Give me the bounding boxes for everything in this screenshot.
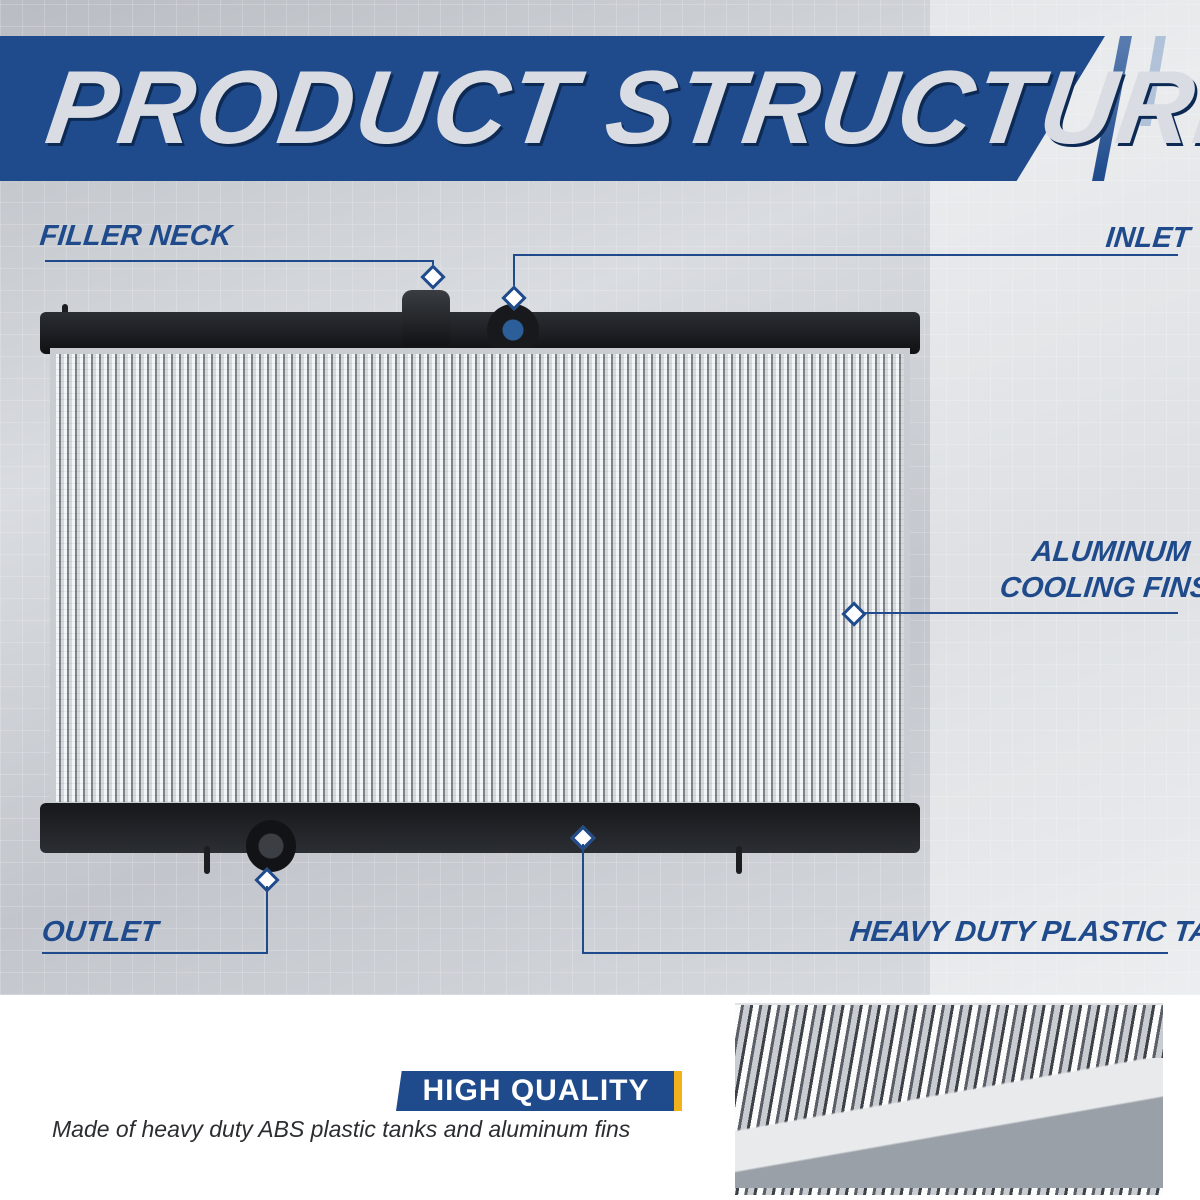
- outlet-pipe: [246, 820, 296, 872]
- label-inlet: INLET: [1104, 222, 1192, 254]
- mounting-pin: [736, 846, 742, 874]
- bottom-tank: [40, 803, 920, 853]
- label-plastic-tank: HEAVY DUTY PLASTIC TANK: [848, 916, 1200, 948]
- leader-line: [582, 844, 584, 954]
- filler-neck-cap: [402, 290, 450, 346]
- title-banner: [0, 36, 1105, 181]
- inlet-pipe: [487, 304, 539, 356]
- fins-closeup-shading: [735, 1058, 1163, 1188]
- leader-line: [266, 886, 268, 954]
- cooling-core: [50, 348, 910, 808]
- label-outlet: OUTLET: [40, 916, 160, 948]
- label-filler-neck: FILLER NECK: [38, 220, 234, 252]
- feature-description: Made of heavy duty ABS plastic tanks and…: [52, 1116, 631, 1142]
- leader-line: [860, 612, 1178, 614]
- page-title: PRODUCT STRUCTURE: [39, 50, 1200, 166]
- leader-line: [45, 260, 433, 262]
- leader-line: [582, 952, 1168, 954]
- high-quality-badge-text: HIGH QUALITY: [422, 1074, 650, 1107]
- leader-line: [42, 952, 268, 954]
- leader-line: [513, 254, 515, 290]
- mounting-pin: [204, 846, 210, 874]
- high-quality-badge: [396, 1071, 682, 1111]
- radiator-image: [40, 290, 920, 888]
- top-tank: [40, 312, 920, 354]
- label-aluminum-fins-line2: COOLING FINS: [998, 572, 1200, 604]
- label-aluminum-fins-line1: ALUMINUM: [1030, 536, 1192, 568]
- leader-line: [513, 254, 1178, 256]
